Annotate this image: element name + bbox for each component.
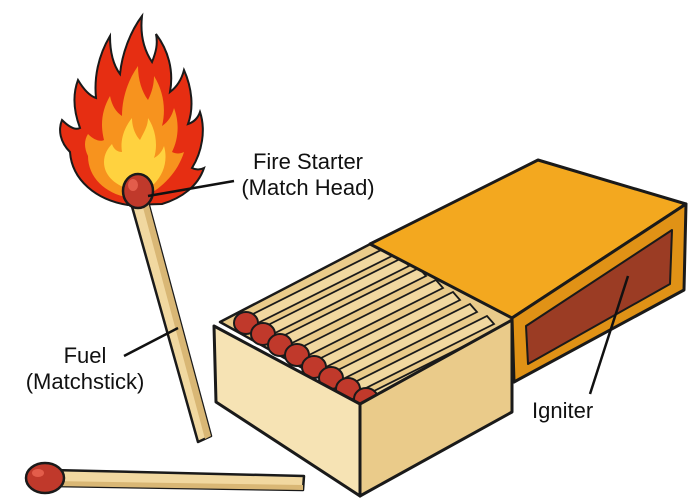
fire-starter-label: Fire Starter (Match Head): [222, 149, 394, 201]
fuel-title: Fuel: [63, 343, 107, 368]
fuel-subtitle: (Matchstick): [25, 369, 145, 394]
bottom-matchstick-shade: [52, 481, 303, 490]
fire-starter-subtitle: (Match Head): [241, 175, 375, 200]
striker-strip: [525, 229, 673, 365]
fuel-leader: [123, 326, 179, 358]
fire-starter-title: Fire Starter: [252, 149, 364, 174]
fire-starter-leader: [147, 179, 235, 198]
unlit-match: [24, 461, 306, 495]
bottom-match-head: [24, 461, 66, 495]
fuel-label: Fuel (Matchstick): [6, 343, 164, 395]
tray-match-head-4: [284, 343, 310, 367]
igniter-title: Igniter: [532, 398, 594, 423]
flame-inner: [104, 118, 166, 190]
igniter-label: Igniter: [532, 398, 636, 424]
match-head-highlight: [128, 179, 138, 191]
matchstick-shade: [141, 198, 211, 439]
match-head: [121, 172, 155, 210]
igniter-leader: [588, 275, 630, 395]
bottom-match-head-highlight: [32, 469, 44, 477]
flame-icon: [59, 12, 206, 207]
matchbox-icon: [212, 158, 688, 498]
burning-match: [121, 172, 213, 444]
